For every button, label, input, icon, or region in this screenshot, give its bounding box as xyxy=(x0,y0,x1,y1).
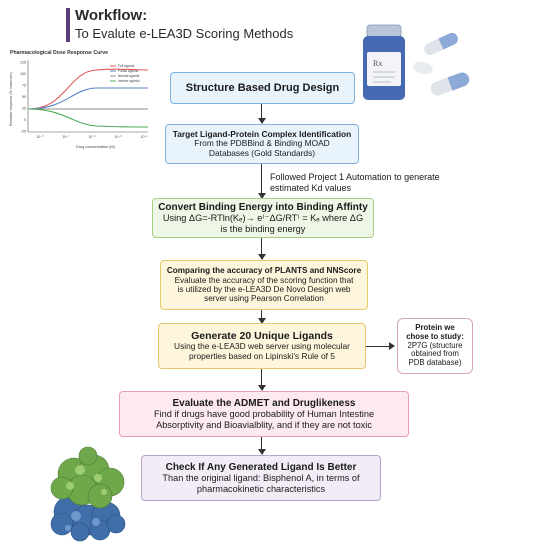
step-2-title: Target Ligand-Protein Complex Identifica… xyxy=(172,128,352,139)
dose-chart-xlabel: Drug concentration (M) xyxy=(76,145,116,149)
dose-chart-ytick: 25 xyxy=(22,106,26,110)
step-5-line-1: Using the e-LEA3D web server using molec… xyxy=(174,341,350,352)
bottle-label xyxy=(367,52,401,86)
protein-line-2: chose to study: xyxy=(406,331,464,341)
step-evaluate-admet: Evaluate the ADMET and Druglikeness Find… xyxy=(119,391,409,437)
dose-chart-xtick: 10⁻¹ xyxy=(140,135,148,139)
full-agonist-curve xyxy=(27,68,149,110)
dose-chart-title: Pharmacological Dose Response Curve xyxy=(10,50,108,56)
partial-agonist-curve xyxy=(27,87,148,110)
title-accent-bar xyxy=(66,8,70,42)
dose-chart-ytick: 75 xyxy=(22,83,26,87)
step-1-title: Structure Based Drug Design xyxy=(185,81,340,94)
bottle-cap xyxy=(366,24,402,38)
step-4-line-3: server using Pearson Correlation xyxy=(204,294,324,304)
capsule-1 xyxy=(424,32,458,56)
inverse-agonist-curve xyxy=(27,108,149,128)
legend-label: Inverse agonist xyxy=(118,79,140,83)
step-2-note: Followed Project 1 Automation to generat… xyxy=(270,172,440,194)
step-4-line-2: is utilized by the e-LEA3D De Novo Desig… xyxy=(177,285,351,294)
step-7-line-2: pharmacokinetic characteristics xyxy=(196,483,326,494)
dose-chart-ytick: 100 xyxy=(20,72,26,76)
protein-highlight-green xyxy=(66,465,107,495)
capsule-2 xyxy=(430,72,470,96)
protein-note: Protein we chose to study: 2P7G (structu… xyxy=(397,318,473,374)
arrowhead-1-2 xyxy=(258,118,266,124)
protein-line-4: obtained from xyxy=(411,349,459,359)
arrow-2-3 xyxy=(261,164,262,194)
dose-chart-xtick: 10⁻⁷ xyxy=(62,135,70,139)
step-compare-plants-nnscore: Comparing the accuracy of PLANTS and NNS… xyxy=(160,260,368,310)
dose-chart-xtick: 10⁻⁵ xyxy=(88,135,96,139)
protein-structure-illustration xyxy=(50,446,126,542)
step-7-line-1: Than the original ligand: Bisphenol A, i… xyxy=(162,473,360,484)
pill-bottle-illustration: Rx xyxy=(363,24,470,100)
step-structure-based-drug-design: Structure Based Drug Design xyxy=(170,72,355,104)
note-line-1: Followed Project 1 Automation to generat… xyxy=(270,172,440,182)
dose-chart-ytick: -25 xyxy=(21,129,26,133)
arrowhead-3-4 xyxy=(258,254,266,260)
step-2-line-2: Databases (Gold Standards) xyxy=(208,147,316,158)
dose-chart-yticks: 125 100 75 50 25 0 -25 xyxy=(20,60,26,133)
protein-highlight-blue xyxy=(65,511,100,531)
dose-chart-xticks: 10⁻⁹ 10⁻⁷ 10⁻⁵ 10⁻³ 10⁻¹ xyxy=(36,135,148,139)
capsule-3 xyxy=(413,61,433,75)
dose-chart-ytick: 125 xyxy=(20,60,26,64)
arrow-6-7 xyxy=(261,437,262,450)
step-2-line-1: From the PDBBind & Binding MOAD xyxy=(194,138,330,149)
step-check-generated-ligand: Check If Any Generated Ligand Is Better … xyxy=(141,455,381,501)
arrowhead-2-3 xyxy=(258,193,266,199)
step-5-line-2: properties based on Lipinski's Rule of 5 xyxy=(189,351,335,362)
step-3-line-1: Using ΔG=-RTln(Kₑ)→ e⁽⁻ΔG/RT⁾ = Kₑ where… xyxy=(162,213,364,224)
step-convert-binding-energy: Convert Binding Energy into Binding Affi… xyxy=(152,198,374,238)
arrow-3-4 xyxy=(261,238,262,255)
step-4-line-1: Evaluate the accuracy of the scoring fun… xyxy=(174,275,354,285)
arrowhead-6-7 xyxy=(258,449,266,455)
page-subtitle: To Evalute e-LEA3D Scoring Methods xyxy=(75,26,294,41)
step-6-line-2: Absorptivity and Bioavialblity, and if t… xyxy=(156,419,372,430)
step-6-line-1: Find if drugs have good probability of H… xyxy=(153,409,375,420)
protein-line-1: Protein we xyxy=(415,322,455,332)
dose-chart-ylabel: Receptor response (% maximum) xyxy=(9,72,13,126)
step-target-identification: Target Ligand-Protein Complex Identifica… xyxy=(165,124,359,164)
step-3-line-2: is the binding energy xyxy=(220,223,306,234)
dose-chart-ytick: 0 xyxy=(24,118,26,122)
step-7-title: Check If Any Generated Ligand Is Better xyxy=(165,461,357,473)
step-4-title: Comparing the accuracy of PLANTS and NNS… xyxy=(166,266,362,276)
dose-chart-xtick: 10⁻³ xyxy=(114,135,122,139)
page-title: Workflow: xyxy=(75,7,148,24)
step-6-title: Evaluate the ADMET and Druglikeness xyxy=(172,397,356,409)
legend-label: Partial agonist xyxy=(118,69,138,73)
step-generate-ligands: Generate 20 Unique Ligands Using the e-L… xyxy=(158,323,366,369)
arrowhead-4-5 xyxy=(258,318,266,324)
arrow-1-2 xyxy=(261,104,262,119)
step-5-title: Generate 20 Unique Ligands xyxy=(191,330,333,343)
legend-label: Neutral agonist xyxy=(118,74,140,78)
dose-chart-ytick: 50 xyxy=(22,95,26,99)
arrowhead-5-6 xyxy=(258,385,266,391)
arrowhead-5-protein xyxy=(389,342,395,350)
rx-symbol: Rx xyxy=(373,59,382,68)
arrow-5-protein xyxy=(366,346,390,347)
protein-green-domain xyxy=(50,446,125,509)
note-line-2: estimated Kd values xyxy=(270,182,352,193)
arrow-4-5 xyxy=(261,310,262,319)
protein-line-3: 2P7G (structure xyxy=(407,340,463,350)
dose-chart-xtick: 10⁻⁹ xyxy=(36,135,44,139)
arrow-5-6 xyxy=(261,369,262,386)
dose-response-chart: Pharmacological Dose Response Curve Rece… xyxy=(9,50,149,149)
legend-label: Full agonist xyxy=(118,64,134,68)
step-3-title: Convert Binding Energy into Binding Affi… xyxy=(158,201,368,213)
protein-line-5: PDB database) xyxy=(408,358,462,368)
